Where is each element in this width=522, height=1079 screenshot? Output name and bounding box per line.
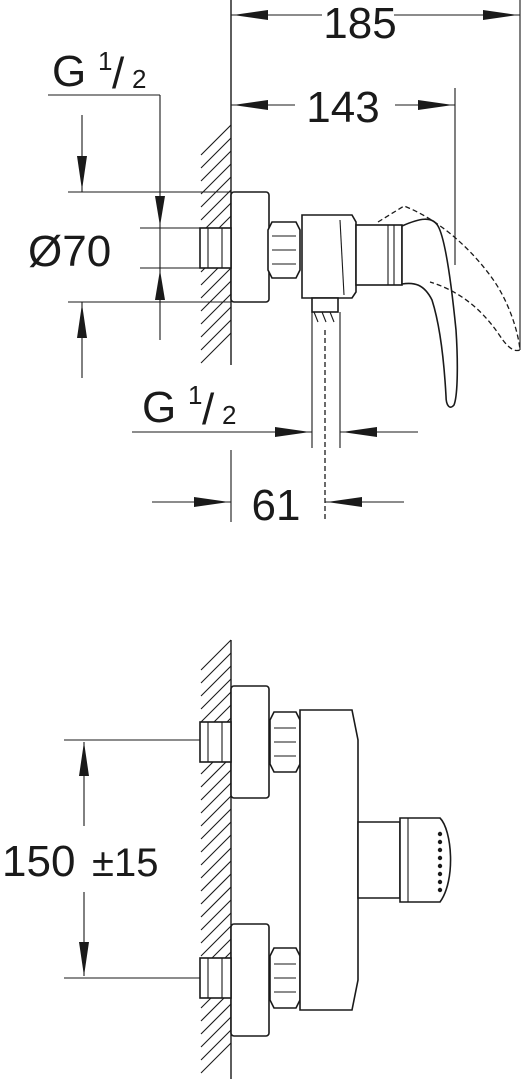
thread-label-outlet: G 1 / 2 [132, 312, 418, 448]
hatch-line [200, 280, 232, 312]
hatch-line [200, 899, 232, 931]
hatch-line [200, 834, 232, 866]
dim-text-diameter: Ø70 [28, 227, 111, 276]
hatch-line [200, 124, 232, 156]
grip-dot [437, 839, 443, 845]
hatch-line [200, 769, 232, 801]
svg-text:/: / [202, 385, 215, 434]
hatch-line [200, 886, 232, 918]
mixer-body-front [299, 709, 359, 1011]
side-view [199, 0, 521, 520]
dim-text-61: 61 [252, 481, 301, 530]
hatch-line [200, 925, 232, 957]
hatch-line [200, 1003, 232, 1035]
wall-flange-lower [230, 923, 270, 1037]
grip-dot [437, 831, 443, 837]
grip-dot [437, 871, 443, 877]
hatch-line [200, 189, 232, 221]
thread-inlet-den: 2 [132, 64, 146, 94]
inlet-nipple [199, 227, 232, 269]
hatch-line [200, 1029, 232, 1061]
hatch-line [200, 808, 232, 840]
hatch-line [200, 137, 232, 169]
wall-flange-top [230, 191, 270, 303]
hatch-line [200, 665, 232, 697]
inlet-nipple-lower [199, 957, 232, 999]
dim-text-tolerance: ±15 [92, 841, 158, 885]
cartridge-front [357, 821, 401, 899]
dim-offset: 61 [152, 450, 404, 530]
hatch-line [200, 821, 232, 853]
thread-outlet-prefix: G [142, 383, 176, 432]
inlet-nipple-upper [199, 721, 232, 763]
dim-text-143: 143 [306, 83, 379, 132]
handle-front [399, 817, 452, 903]
hatch-line [200, 267, 232, 299]
thread-inlet-num: 1 [98, 46, 112, 76]
hatch-line [200, 293, 232, 325]
hatch-line [200, 1016, 232, 1048]
dim-diameter: Ø70 [28, 115, 231, 378]
thread-inlet-prefix: G [52, 47, 86, 96]
handle-grip-dots [437, 831, 443, 893]
grip-dot [437, 863, 443, 869]
hatch-line [200, 795, 232, 827]
hatch-line [200, 847, 232, 879]
mixer-body-side [301, 214, 357, 299]
hatch-line [200, 332, 232, 364]
dim-lever-depth: 143 [231, 83, 456, 265]
grip-dot [437, 855, 443, 861]
hatch-line [200, 1042, 232, 1074]
outlet-connector [311, 297, 339, 313]
hatch-line [200, 678, 232, 710]
hatch-line [200, 873, 232, 905]
hatch-line [200, 782, 232, 814]
dim-text-185: 185 [323, 0, 396, 48]
hatch-line [200, 306, 232, 338]
svg-text:/: / [112, 49, 125, 98]
hatch-line [200, 860, 232, 892]
grip-dot [437, 887, 443, 893]
dim-text-150: 150 [2, 837, 75, 886]
front-view [199, 639, 452, 1079]
hatch-line [200, 639, 232, 671]
hatch-line [200, 652, 232, 684]
hatch-line [200, 912, 232, 944]
hatch-line [200, 691, 232, 723]
dim-overall-depth: 185 [231, 0, 521, 350]
thread-outlet-den: 2 [222, 400, 236, 430]
cartridge-housing [355, 224, 403, 286]
hatch-line [200, 163, 232, 195]
wall-hatching-bottom [200, 639, 232, 1074]
hatch-line [200, 319, 232, 351]
grip-dot [437, 847, 443, 853]
thread-outlet-num: 1 [188, 380, 202, 410]
wall-flange-upper [230, 685, 270, 799]
lever-handle [401, 218, 459, 408]
hatch-line [200, 150, 232, 182]
thread-label-inlet: G 1 / 2 [48, 46, 161, 340]
grip-dot [437, 879, 443, 885]
dim-center-distance: 150 ±15 [2, 739, 200, 979]
